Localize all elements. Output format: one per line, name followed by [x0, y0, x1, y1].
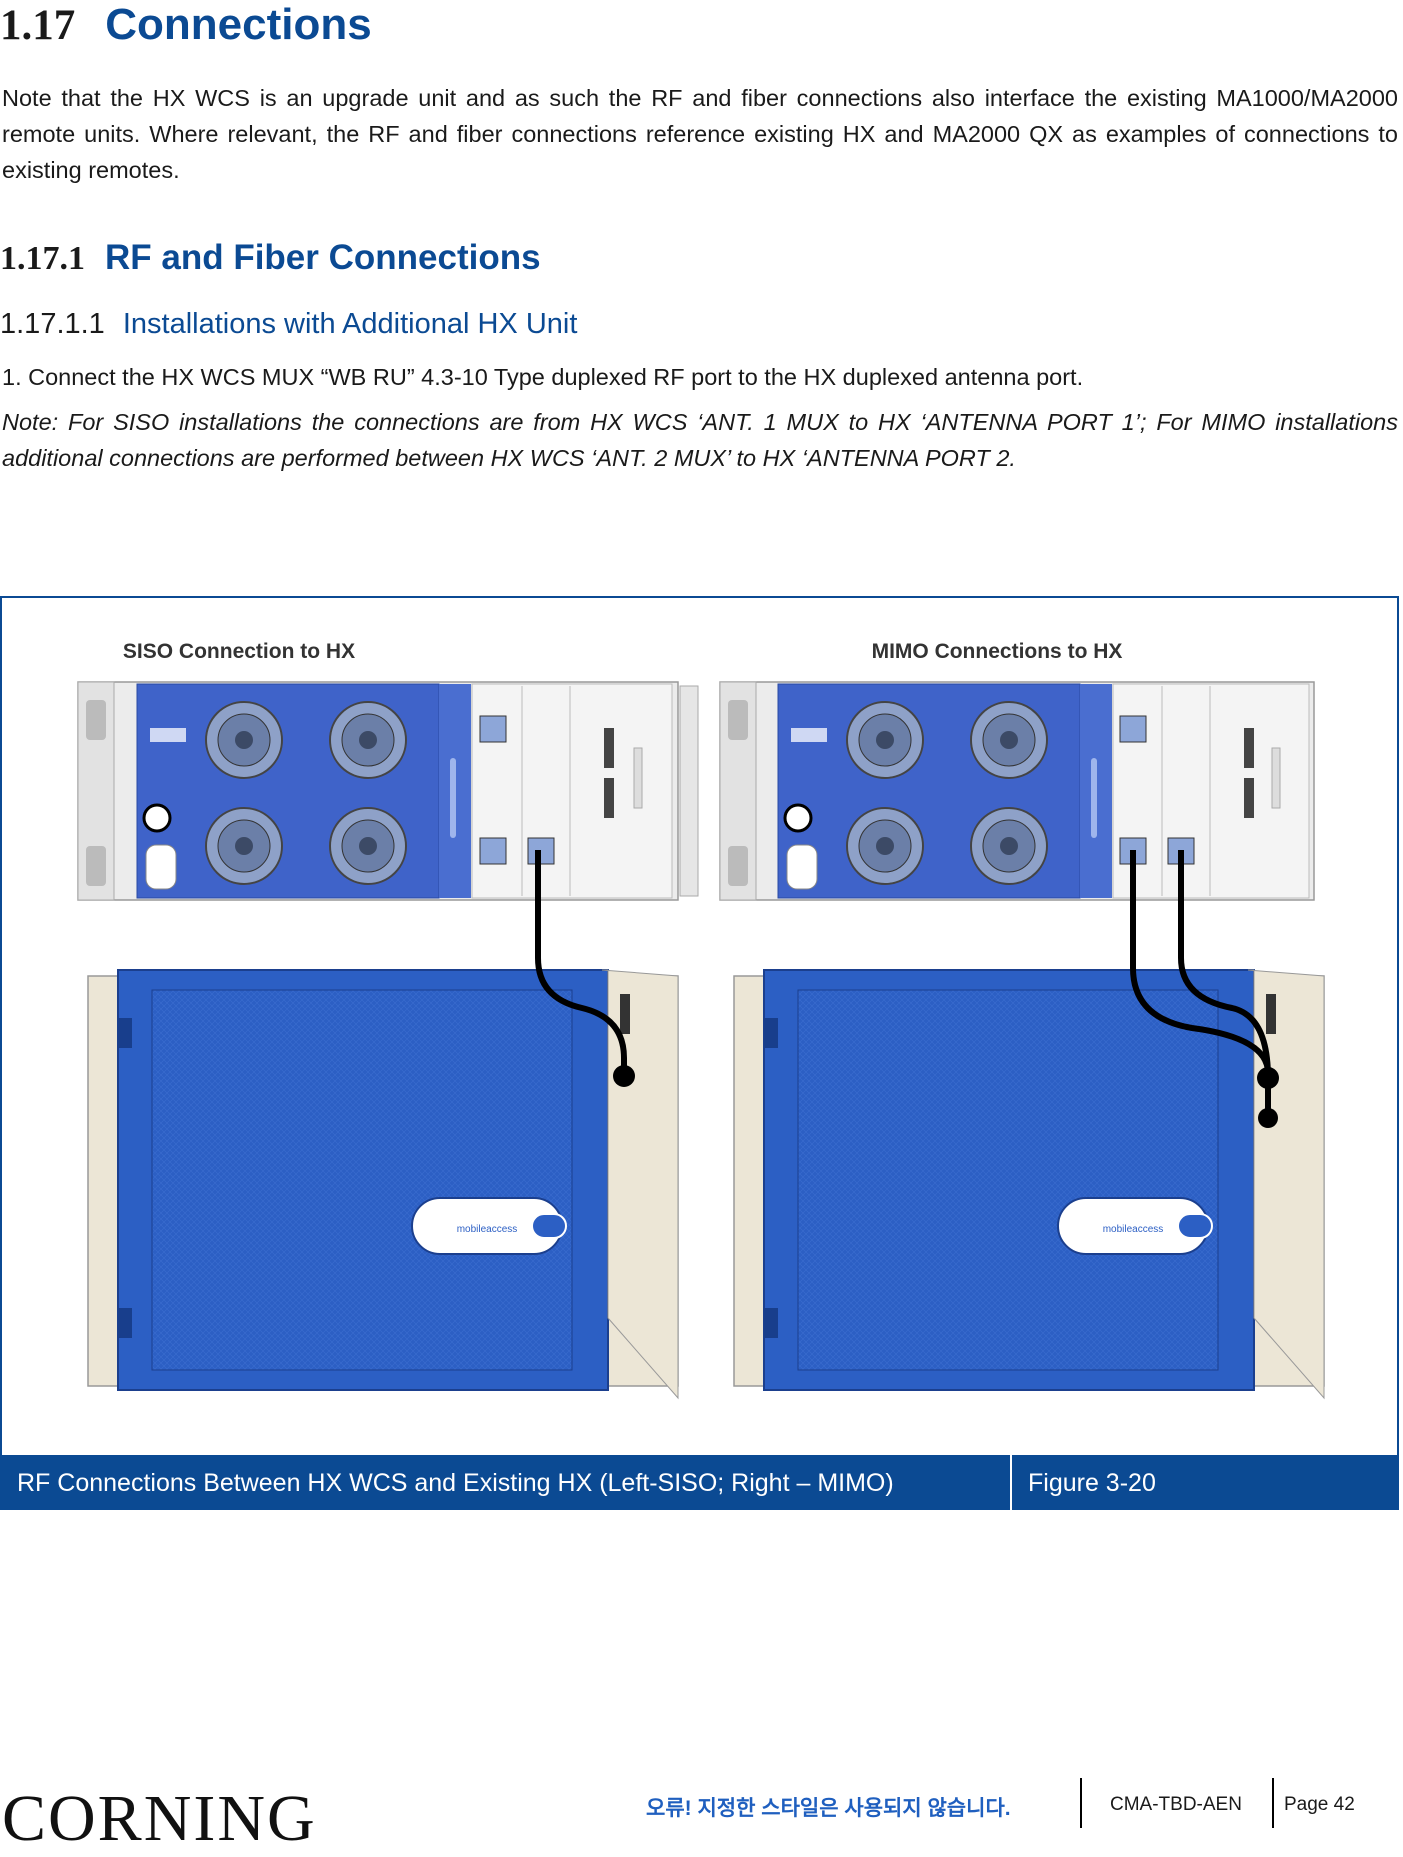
subsection-title: RF and Fiber Connections [105, 238, 541, 277]
fan-icon [329, 807, 407, 885]
siso-wcs-unit [77, 681, 699, 901]
section-number: 1.17 [0, 2, 76, 49]
fan-icon [846, 807, 924, 885]
subsubsection-number: 1.17.1.1 [0, 308, 105, 340]
footer-divider [1272, 1778, 1274, 1828]
footer-page-number: Page 42 [1284, 1794, 1355, 1815]
cable-connector-icon [1258, 1108, 1278, 1128]
step-1: 1. Connect the HX WCS MUX “WB RU” 4.3-10… [2, 364, 1084, 390]
subsubsection-heading: 1.17.1.1 Installations with Additional HX… [0, 308, 577, 341]
section-heading: 1.17 Connections [0, 0, 372, 50]
brand-label: mobileaccess [1103, 1224, 1164, 1235]
note-paragraph: Note: For SISO installations the connect… [2, 409, 1398, 471]
connection-diagram: SISO Connection to HX MIMO Connections t… [77, 640, 1325, 1400]
subsection-number: 1.17.1 [0, 240, 85, 277]
mimo-wcs-unit [719, 681, 1315, 901]
figure-caption-bar: RF Connections Between HX WCS and Existi… [0, 1455, 1399, 1510]
figure-frame: SISO Connection to HX MIMO Connections t… [0, 596, 1399, 1510]
siso-rf-cable [535, 850, 627, 1073]
mimo-rf-cable-1 [1130, 850, 1271, 1074]
footer-doc-id: CMA-TBD-AEN [1110, 1794, 1242, 1815]
mimo-hx-cabinet: mobileaccess [733, 969, 1325, 1400]
brand-label: mobileaccess [457, 1224, 518, 1235]
caption-divider [1010, 1455, 1012, 1510]
cable-connector-icon [613, 1065, 635, 1087]
fan-icon [970, 701, 1048, 779]
intro-paragraph: Note that the HX WCS is an upgrade unit … [2, 85, 1398, 183]
footer-error-text: 오류! 지정한 스타일은 사용되지 않습니다. [646, 1797, 1011, 1820]
fan-icon [329, 701, 407, 779]
figure-caption: RF Connections Between HX WCS and Existi… [17, 1469, 894, 1497]
mimo-title: MIMO Connections to HX [872, 640, 1123, 663]
footer-divider [1080, 1778, 1082, 1828]
subsubsection-title: Installations with Additional HX Unit [122, 308, 578, 340]
mimo-rf-cable-2 [1178, 850, 1271, 1113]
figure-number: Figure 3-20 [1028, 1469, 1156, 1497]
corning-logo: CORNING [2, 1782, 317, 1855]
fan-icon [205, 807, 283, 885]
siso-hx-cabinet: mobileaccess [87, 969, 679, 1400]
subsection-heading: 1.17.1 RF and Fiber Connections [0, 238, 541, 278]
fan-icon [205, 701, 283, 779]
fan-icon [846, 701, 924, 779]
section-title: Connections [105, 0, 372, 49]
siso-title: SISO Connection to HX [123, 640, 355, 663]
fan-icon [970, 807, 1048, 885]
